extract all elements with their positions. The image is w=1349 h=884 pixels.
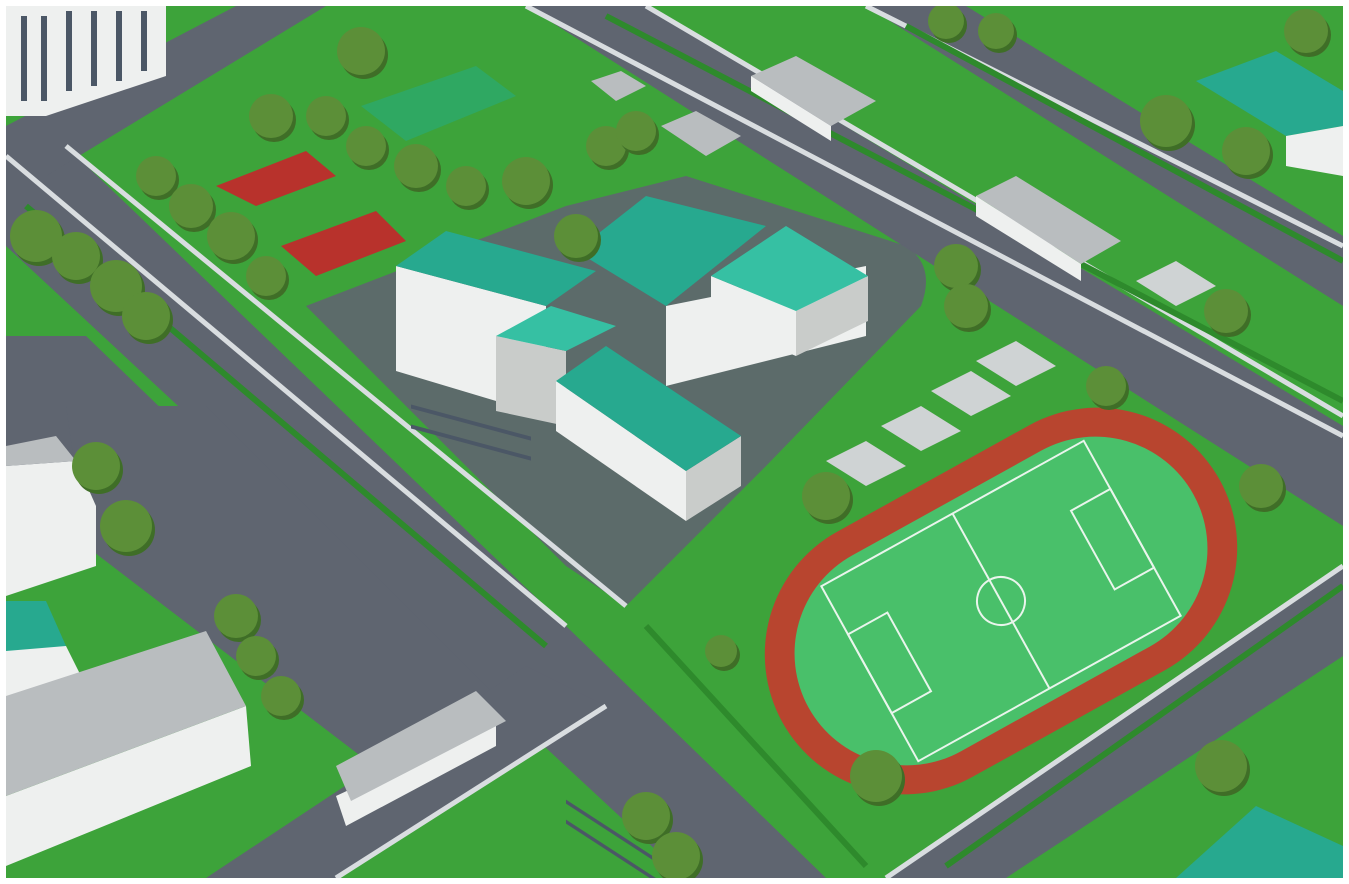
- scene-illustration: [6, 6, 1343, 878]
- aerial-campus-view: [6, 6, 1343, 878]
- gym-roof: [711, 226, 868, 311]
- tree: [978, 13, 1014, 49]
- stadium: [764, 407, 1238, 795]
- building-east-teal-wall: [1286, 126, 1343, 176]
- school-center-wall: [496, 336, 566, 426]
- tree: [10, 210, 62, 262]
- tree: [1284, 9, 1328, 53]
- tree: [306, 96, 346, 136]
- building-north-1-wall: [751, 76, 831, 141]
- school-windows: [411, 404, 676, 878]
- road-diagonal-east: [866, 6, 1343, 306]
- tree: [850, 750, 902, 802]
- plazas: [826, 261, 1216, 486]
- tree: [502, 157, 550, 205]
- building-southwest: [6, 706, 251, 866]
- plaza-3: [881, 406, 961, 451]
- building-west-mid-roof: [6, 436, 76, 466]
- school-left-wing-roof: [396, 231, 596, 306]
- tree: [944, 284, 988, 328]
- road-southwest: [66, 406, 526, 806]
- building-southeast-teal: [1176, 806, 1343, 878]
- plaza-1: [976, 341, 1056, 386]
- school-front-wing-side: [686, 436, 741, 521]
- road-northwest: [6, 6, 326, 176]
- tree: [346, 126, 386, 166]
- tower-northwest-windows: [21, 11, 147, 101]
- tree: [1204, 289, 1248, 333]
- building-southwest-roof: [6, 631, 246, 796]
- tree: [214, 594, 258, 638]
- plaza-5: [1136, 261, 1216, 306]
- penalty-box-left: [846, 611, 933, 715]
- building-south-hall-roof: [336, 691, 506, 801]
- tree: [934, 244, 978, 288]
- tree: [100, 500, 152, 552]
- tree: [622, 792, 670, 840]
- tree: [394, 144, 438, 188]
- other-buildings: [6, 6, 1343, 878]
- plaza-4: [826, 441, 906, 486]
- tree: [122, 292, 170, 340]
- school-front-wing-wall: [556, 381, 686, 521]
- tree: [236, 636, 276, 676]
- building-north-1: [751, 56, 876, 126]
- school-front-wing-roof: [556, 346, 741, 471]
- tree: [72, 442, 120, 490]
- tree: [802, 472, 850, 520]
- tree: [446, 166, 486, 206]
- tree: [1195, 740, 1247, 792]
- sidewalks: [6, 6, 1343, 878]
- tree: [1239, 464, 1283, 508]
- tree: [136, 156, 176, 196]
- sports-courts: [216, 66, 516, 276]
- penalty-box-right: [1069, 487, 1156, 591]
- tree: [652, 832, 700, 878]
- tree: [90, 260, 142, 312]
- tree: [1086, 366, 1126, 406]
- tree: [586, 126, 626, 166]
- building-north-2: [661, 111, 741, 156]
- building-south-hall: [336, 721, 496, 826]
- school-building: [396, 196, 868, 878]
- centre-circle: [976, 576, 1026, 626]
- school-center-roof: [496, 306, 616, 351]
- tree: [207, 212, 255, 260]
- building-east-1-wall: [976, 196, 1081, 281]
- tree: [169, 184, 213, 228]
- halfway-line: [951, 513, 1051, 689]
- building-west-mid: [6, 461, 96, 596]
- plaza-2: [931, 371, 1011, 416]
- court-red-top: [216, 151, 336, 206]
- court-green-top: [361, 66, 516, 141]
- gym-wall: [711, 276, 796, 356]
- court-red-middle: [281, 211, 406, 276]
- tree: [337, 27, 385, 75]
- tree: [1140, 95, 1192, 147]
- gym-wall-side: [796, 276, 868, 356]
- hedges: [24, 13, 1343, 869]
- tree: [52, 232, 100, 280]
- building-east-1: [976, 176, 1121, 264]
- trees: [10, 6, 1331, 878]
- tree: [554, 214, 598, 258]
- building-north-3: [591, 71, 646, 101]
- tree: [616, 111, 656, 151]
- tree: [261, 676, 301, 716]
- school-back-roof: [576, 196, 766, 306]
- tree: [705, 635, 737, 667]
- building-west-low-roof: [6, 601, 66, 651]
- building-east-teal: [1196, 51, 1343, 136]
- tree: [1222, 127, 1270, 175]
- tree: [246, 256, 286, 296]
- tree: [928, 6, 964, 39]
- tree: [249, 94, 293, 138]
